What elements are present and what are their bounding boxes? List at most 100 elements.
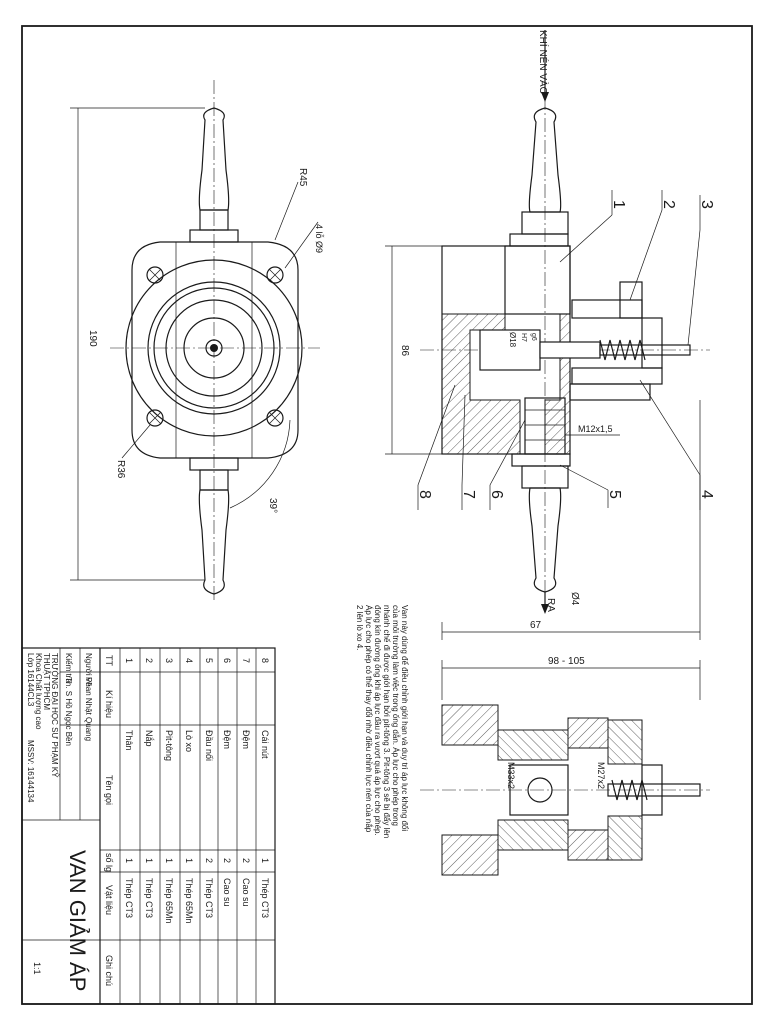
callout-5: 5	[606, 490, 623, 499]
svg-text:Cao su: Cao su	[241, 878, 251, 907]
mssv: MSSV: 16144134	[26, 740, 35, 803]
svg-text:1: 1	[144, 858, 154, 863]
svg-text:Đệm: Đệm	[222, 730, 232, 749]
svg-text:Đệm: Đệm	[241, 730, 251, 749]
svg-text:Thép CT3: Thép CT3	[260, 878, 270, 918]
callout-2: 2	[660, 200, 677, 209]
svg-text:8: 8	[260, 658, 270, 663]
svg-text:2: 2	[222, 858, 232, 863]
svg-text:4: 4	[184, 658, 194, 663]
svg-text:Pit-tông: Pit-tông	[164, 730, 174, 761]
body-hatch	[441, 313, 521, 455]
check-name: Th. S Hồ Ngọc Bền	[64, 677, 73, 746]
school-line-1: TRƯỜNG ĐẠI HỌC SƯ PHẠM KỸ	[50, 653, 59, 778]
section-view: KHÍ NÉN VÀO Ø18 H7 g6	[385, 30, 715, 640]
bottom-handle	[198, 489, 230, 595]
part-row: 3 Pit-tông 1 Thép 65Mn	[164, 658, 174, 924]
svg-text:2: 2	[144, 658, 154, 663]
dim-190: 190	[87, 330, 98, 347]
svg-text:3: 3	[164, 658, 174, 663]
svg-text:1: 1	[124, 658, 134, 663]
dim-86: 86	[399, 345, 410, 357]
callout-leaders	[417, 190, 701, 510]
desc-line-5: Áp lực cho phép có thể thay đổi nhờ điều…	[364, 605, 373, 833]
svg-text:Cái nút: Cái nút	[260, 730, 270, 759]
svg-text:Lò xo: Lò xo	[184, 730, 194, 752]
top-view: 190 R45 4 lỗ Ø9 R36 39°	[70, 80, 324, 600]
top-handle	[198, 107, 230, 211]
desc-line-4: đóng kín đường ống khi áp lực đầu ra vượ…	[373, 605, 382, 836]
dim-r45: R45	[297, 168, 308, 187]
label-outlet: RA	[545, 598, 556, 612]
callout-4: 4	[698, 490, 715, 499]
dim-39deg: 39°	[267, 498, 278, 513]
svg-text:Thân: Thân	[124, 730, 134, 751]
svg-text:1: 1	[260, 858, 270, 863]
dim-98-105: 98 - 105	[548, 656, 585, 667]
drawn-label: Người vẽ	[84, 653, 93, 687]
class: Lớp 16144CL3	[26, 653, 35, 707]
svg-text:Thép CT3: Thép CT3	[124, 878, 134, 918]
center-rings	[125, 259, 303, 437]
desc-line-2: của môi trường làm việc trong ống dẫn. Á…	[391, 605, 400, 826]
dim-67: 67	[530, 620, 542, 631]
label-inlet: KHÍ NÉN VÀO	[537, 30, 550, 95]
section-top-handle	[528, 107, 562, 213]
section-bottom-handle	[528, 487, 562, 593]
part-row: 5 Đầu nối 2 Thép CT3	[204, 658, 214, 918]
desc-line-1: Van này dùng để điều chỉnh giới hạn và d…	[400, 605, 409, 831]
part-row: 2 Nắp 1 Thép CT3	[144, 658, 154, 918]
dim-phi18: Ø18	[508, 332, 517, 348]
faculty: Khoa Chất lượng cao	[34, 653, 43, 730]
svg-text:Thép CT3: Thép CT3	[204, 878, 214, 918]
dim-phi4: Ø4	[569, 592, 580, 606]
hdr-tt: TT	[104, 655, 114, 666]
dim-m12: M12x1,5	[578, 424, 613, 434]
dim-m33: M33x2	[506, 762, 516, 789]
drawing-title: VAN GIẢM ÁP	[65, 850, 90, 991]
dim-r36: R36	[115, 460, 126, 479]
drawn-name: Phan Nhật Quang	[84, 677, 93, 741]
sheet-border	[21, 25, 753, 1005]
callout-6: 6	[488, 490, 505, 499]
part-row: 1 Thân 1 Thép CT3	[124, 658, 134, 918]
auxiliary-section: 98 - 105 M33x2 M27x2	[420, 656, 710, 876]
dim-holes: 4 lỗ Ø9	[314, 224, 324, 253]
svg-text:1: 1	[164, 858, 174, 863]
spring	[599, 339, 646, 361]
part-row: 6 Đệm 2 Cao su	[222, 658, 232, 907]
callout-numbers: 1 2 3 4 5 6 7 8	[416, 200, 715, 499]
description-text: Van này dùng để điều chỉnh giới hạn và d…	[355, 605, 409, 838]
svg-text:2: 2	[204, 858, 214, 863]
dim-m27: M27x2	[596, 762, 606, 789]
svg-text:Thép 65Mn: Thép 65Mn	[164, 878, 174, 924]
svg-text:2: 2	[241, 858, 251, 863]
svg-text:Đầu nối: Đầu nối	[204, 730, 214, 761]
svg-text:Thép CT3: Thép CT3	[144, 878, 154, 918]
svg-text:1: 1	[124, 858, 134, 863]
part-row: 4 Lò xo 1 Thép 65Mn	[184, 658, 194, 924]
hdr-sl: số lg	[104, 853, 114, 872]
part-row: 7 Đệm 2 Cao su	[241, 658, 251, 907]
flange-body	[131, 241, 299, 459]
desc-line-3: nhánh chế đi được giới hạn bởi pit-tông …	[382, 605, 391, 838]
callout-1: 1	[610, 200, 627, 209]
check-label: Kiểm tra	[64, 653, 73, 683]
hdr-vl: Vật liệu	[104, 885, 114, 915]
fit-g6: g6	[530, 333, 537, 341]
svg-text:Cao su: Cao su	[222, 878, 232, 907]
title-block: TT Kí hiệu Tên gọi số lg Vật liệu Ghi ch…	[21, 647, 276, 1005]
callout-8: 8	[416, 490, 433, 499]
part-row: 8 Cái nút 1 Thép CT3	[260, 658, 270, 918]
svg-text:7: 7	[241, 658, 251, 663]
svg-text:6: 6	[222, 658, 232, 663]
callout-3: 3	[698, 200, 715, 209]
desc-line-6: 2 lên lò xo 4.	[355, 605, 364, 650]
drawing-scale: 1:1	[32, 962, 42, 975]
hdr-kh: Kí hiệu	[104, 690, 114, 718]
svg-text:5: 5	[204, 658, 214, 663]
hdr-ten: Tên gọi	[104, 775, 114, 805]
school-line-2: THUẬT TPHCM	[42, 653, 51, 710]
callout-7: 7	[460, 490, 477, 499]
